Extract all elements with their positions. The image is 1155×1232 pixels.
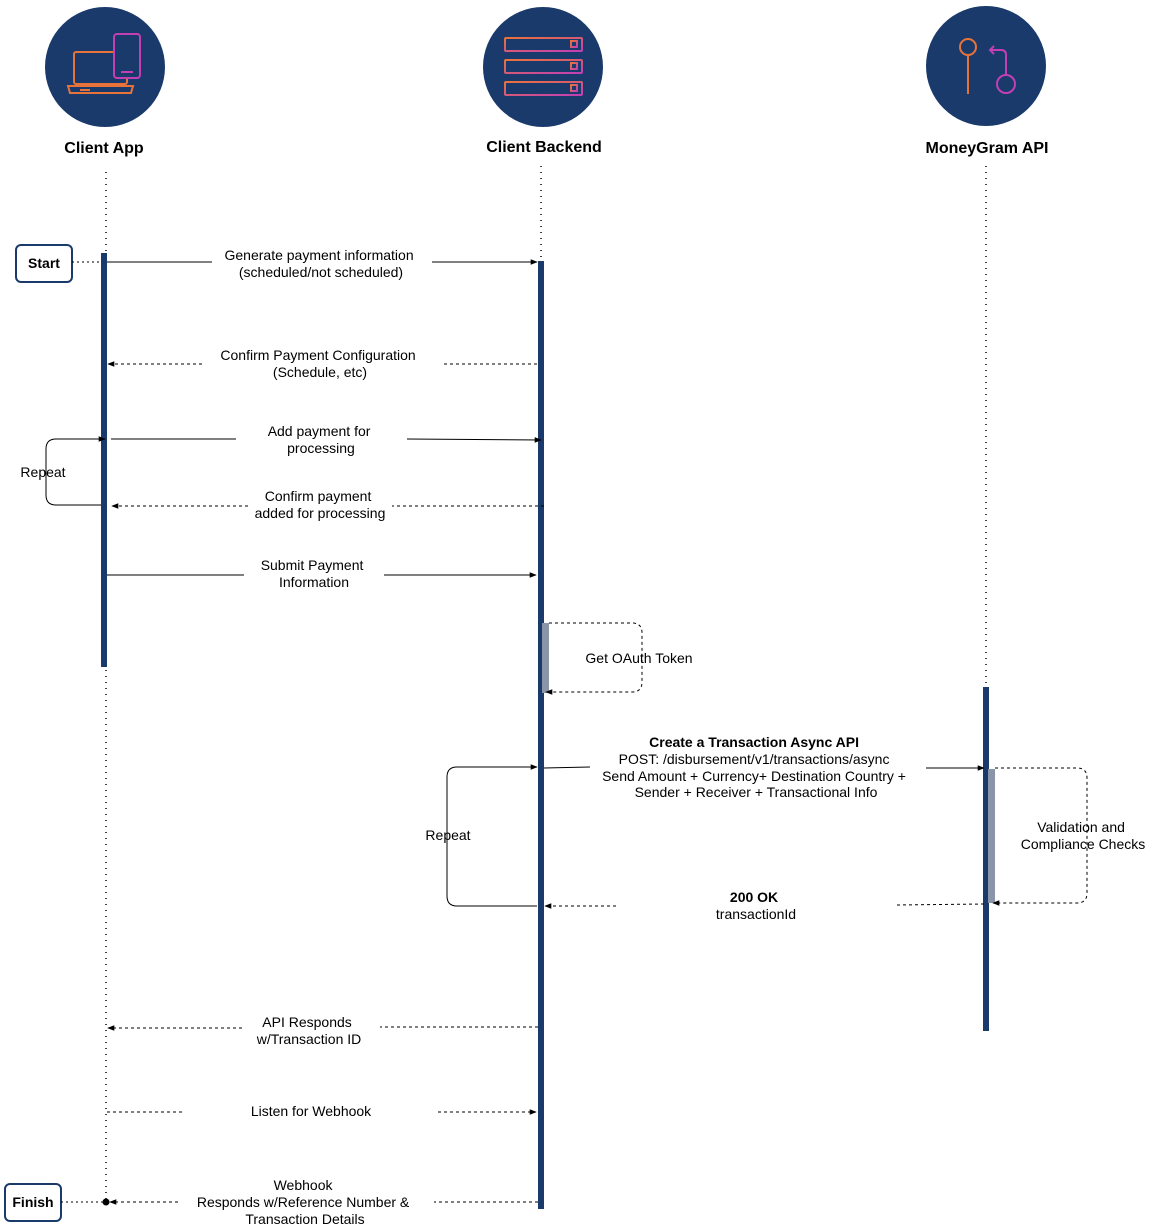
svg-text:Confirm payment added fo: Confirm payment added for processing bbox=[255, 488, 386, 521]
message-title: Create a Transaction Async API bbox=[649, 734, 859, 750]
message-line: (Schedule, etc) bbox=[273, 364, 367, 380]
message-confirm-configuration: Confirm Payment Configuration (Schedule,… bbox=[107, 347, 537, 380]
svg-text:Confirm Payment Configuration: Confirm Payment Configuration (Schedule,… bbox=[220, 347, 419, 380]
message-generate-payment: Generate payment information (scheduled/… bbox=[107, 247, 538, 280]
moneygram-api-activation-bar bbox=[983, 687, 989, 1031]
git-branch-icon bbox=[959, 38, 1016, 94]
validation-activation-bar bbox=[988, 769, 995, 903]
start-terminal: Start bbox=[15, 244, 101, 283]
repeat-loop-label: Repeat bbox=[20, 464, 65, 480]
moneygram-api-icon-circle bbox=[926, 6, 1046, 126]
message-line: Webhook bbox=[274, 1177, 334, 1193]
message-title: 200 OK bbox=[730, 889, 778, 905]
oauth-activation-bar bbox=[542, 623, 549, 693]
message-line: Add payment for bbox=[268, 423, 371, 439]
laptop-phone-icon bbox=[66, 33, 141, 94]
client-app-label: Client App bbox=[64, 140, 144, 157]
message-line: POST: /disbursement/v1/transactions/asyn… bbox=[619, 751, 890, 767]
message-line: Submit Payment bbox=[261, 557, 364, 573]
message-submit-payment: Submit Payment Information bbox=[107, 557, 537, 590]
message-line: Send Amount + Currency+ Destination Coun… bbox=[602, 768, 906, 784]
client-backend-participant: Client Backend bbox=[483, 7, 603, 156]
client-app-icon-circle bbox=[45, 7, 165, 127]
repeat-loop-1: Repeat bbox=[20, 436, 106, 506]
message-create-transaction: Create a Transaction Async API POST: /di… bbox=[543, 734, 985, 800]
message-line: Get OAuth Token bbox=[585, 650, 692, 666]
svg-text:Generate payment information: Generate payment information (scheduled/… bbox=[225, 247, 418, 280]
message-api-responds: API Responds w/Transaction ID bbox=[107, 1014, 538, 1047]
svg-text:200 OK transactionId: 200 OK transactionId bbox=[716, 889, 796, 922]
repeat-loop-2: Repeat bbox=[425, 764, 538, 907]
message-get-oauth-token: Get OAuth Token bbox=[545, 622, 693, 695]
message-200-ok: 200 OK transactionId bbox=[544, 889, 985, 922]
message-line: Information bbox=[279, 574, 349, 590]
message-line: Sender + Receiver + Transactional Info bbox=[635, 784, 878, 800]
message-validation-compliance: Validation and Compliance Checks bbox=[992, 767, 1146, 906]
message-line: Transaction Details bbox=[245, 1211, 364, 1227]
message-line: processing bbox=[287, 440, 355, 456]
message-line: Confirm payment bbox=[265, 488, 372, 504]
message-listen-webhook: Listen for Webhook bbox=[107, 1103, 537, 1119]
finish-terminal: Finish bbox=[4, 1183, 110, 1222]
server-rack-icon bbox=[504, 37, 583, 96]
svg-text:Submit Payment Informati: Submit Payment Information bbox=[261, 557, 368, 590]
message-line: Compliance Checks bbox=[1021, 836, 1146, 852]
message-line: Validation and bbox=[1037, 819, 1125, 835]
client-app-activation-bar bbox=[101, 253, 107, 667]
message-confirm-payment-added: Confirm payment added for processing bbox=[111, 488, 544, 521]
moneygram-api-label: MoneyGram API bbox=[926, 140, 1049, 157]
start-label: Start bbox=[28, 255, 60, 271]
finish-label: Finish bbox=[12, 1194, 53, 1210]
message-line: w/Transaction ID bbox=[256, 1031, 362, 1047]
message-line: Listen for Webhook bbox=[251, 1103, 372, 1119]
svg-text:API Responds w/Transacti: API Responds w/Transaction ID bbox=[256, 1014, 362, 1047]
client-app-participant: Client App bbox=[45, 7, 165, 157]
message-webhook-responds: Webhook Responds w/Reference Number & Tr… bbox=[109, 1177, 538, 1227]
client-backend-icon-circle bbox=[483, 7, 603, 127]
message-line: added for processing bbox=[255, 505, 386, 521]
message-line: Confirm Payment Configuration bbox=[220, 347, 415, 363]
svg-text:Create a Transaction Async API: Create a Transaction Async API POST: /di… bbox=[602, 734, 910, 800]
message-line: (scheduled/not scheduled) bbox=[239, 264, 403, 280]
client-backend-label: Client Backend bbox=[486, 139, 602, 156]
message-line: transactionId bbox=[716, 906, 796, 922]
repeat-loop-label: Repeat bbox=[425, 827, 470, 843]
client-backend-activation-bar bbox=[538, 261, 544, 1209]
svg-text:Validation and Complianc: Validation and Compliance Checks bbox=[1021, 819, 1146, 852]
moneygram-api-participant: MoneyGram API bbox=[926, 6, 1049, 157]
message-add-payment: Add payment for processing bbox=[111, 423, 542, 456]
message-line: Responds w/Reference Number & bbox=[197, 1194, 410, 1210]
svg-text:Webhook Responds w/Refer: Webhook Responds w/Reference Number & Tr… bbox=[197, 1177, 413, 1227]
svg-text:Add payment for processi: Add payment for processing bbox=[268, 423, 375, 456]
message-line: API Responds bbox=[262, 1014, 352, 1030]
message-line: Generate payment information bbox=[225, 247, 414, 263]
finish-dot bbox=[102, 1198, 110, 1206]
